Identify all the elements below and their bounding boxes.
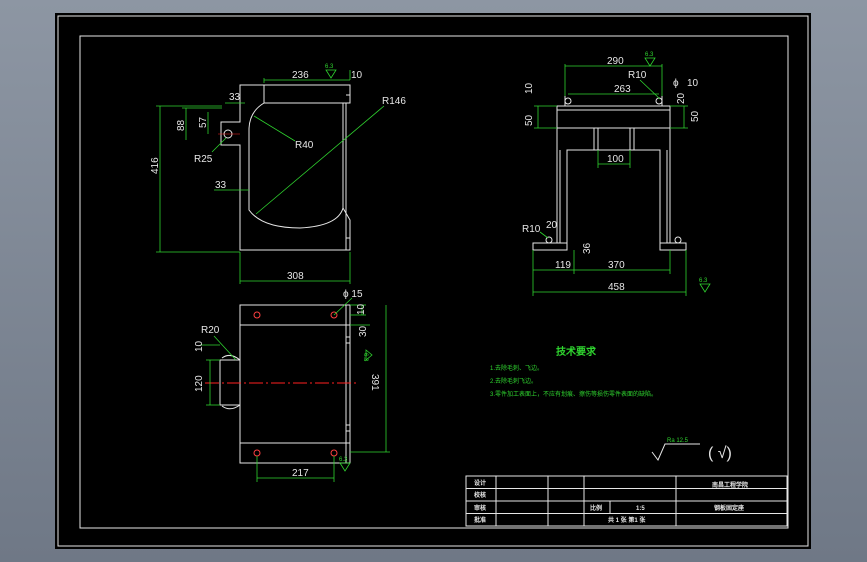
dim-10-top: 10	[356, 303, 367, 315]
tb-row-check: 校核	[474, 491, 486, 499]
tb-scale-label: 比例	[590, 504, 602, 512]
dim-236: 236	[292, 70, 309, 81]
dim-217: 217	[292, 468, 309, 479]
dim-r10b: R10	[522, 224, 541, 235]
dim-r40: R40	[295, 140, 314, 151]
roughness-63: 6.3	[325, 64, 334, 70]
dim-263: 263	[614, 84, 631, 95]
dim-r20: R20	[201, 325, 220, 336]
dim-88: 88	[176, 119, 187, 131]
top-view: ϕ 15 10 30 R20 10 120 6.3 391 217 6.3	[194, 289, 390, 482]
tb-row-approve: 批准	[474, 516, 486, 524]
front-view: 290 6.3 R10 263 ϕ 10 20 10 50 50 100 R10…	[522, 52, 711, 296]
dim-308: 308	[287, 271, 304, 282]
tb-row-review: 审核	[474, 504, 486, 512]
dim-r10: R10	[628, 70, 647, 81]
dim-r25: R25	[194, 154, 213, 165]
dim-370: 370	[608, 260, 625, 271]
tech-req-item-2: 2.去除毛刺飞边。	[490, 377, 537, 385]
dim-33-low: 33	[215, 180, 227, 191]
tb-part: 钢板固定座	[714, 504, 744, 512]
dim-10: 10	[351, 70, 363, 81]
tech-req-item-3: 3.零件加工表面上，不应有划痕、擦伤等损伤零件表面的缺陷。	[490, 390, 657, 398]
dim-290: 290	[607, 56, 624, 67]
roughness-value: Ra 12.5	[667, 438, 689, 444]
dim-phi15: ϕ 15	[343, 289, 363, 300]
outer-border	[57, 15, 809, 547]
tb-scale-value: 1:5	[636, 506, 645, 512]
roughness-63-front: 6.3	[645, 52, 654, 58]
dim-33-top: 33	[229, 92, 241, 103]
dim-57: 57	[198, 116, 209, 128]
roughness-bracket: ( √)	[708, 445, 732, 462]
dim-10b: 10	[524, 82, 535, 94]
dim-30: 30	[358, 325, 369, 337]
tb-row-design: 设计	[474, 479, 486, 487]
technical-requirements: 技术要求 1.去除毛刺、飞边。 2.去除毛刺飞边。 3.零件加工表面上，不应有划…	[490, 345, 657, 398]
dim-119: 119	[555, 260, 571, 271]
dim-458: 458	[608, 282, 625, 293]
roughness-63-foot: 6.3	[699, 278, 708, 284]
dim-20: 20	[676, 92, 687, 104]
title-block: 设计 校核 审核 批准 比例 1:5 共 1 张 第1 张 南昌工程学院 钢板固…	[465, 475, 788, 527]
roughness-check-icon	[651, 443, 700, 461]
drawing-sheet	[55, 13, 811, 549]
tb-school: 南昌工程学院	[712, 481, 748, 489]
dim-50a: 50	[524, 114, 535, 126]
dim-20b: 20	[546, 220, 558, 231]
dim-391: 391	[369, 374, 380, 391]
roughness-symbol: Ra 12.5 ( √)	[651, 438, 732, 462]
dim-36: 36	[582, 242, 593, 254]
roughness-63-bottom: 6.3	[339, 457, 348, 463]
dim-10-left: 10	[194, 340, 205, 352]
inner-border	[79, 35, 789, 529]
dim-phi: ϕ	[673, 78, 679, 89]
side-view: 236 10 6.3 33 88 57 R25 R40 R146 416 33	[150, 64, 406, 284]
tech-req-item-1: 1.去除毛刺、飞边。	[490, 364, 543, 372]
tech-req-title: 技术要求	[556, 345, 597, 358]
dim-r146: R146	[382, 96, 406, 107]
dim-50b: 50	[690, 110, 701, 122]
tb-sheet: 共 1 张 第1 张	[608, 516, 646, 524]
dim-120: 120	[194, 375, 205, 392]
dim-100: 100	[607, 154, 624, 165]
dim-10a: 10	[687, 78, 699, 89]
roughness-63-top: 6.3	[362, 353, 368, 362]
dim-416: 416	[150, 157, 161, 174]
